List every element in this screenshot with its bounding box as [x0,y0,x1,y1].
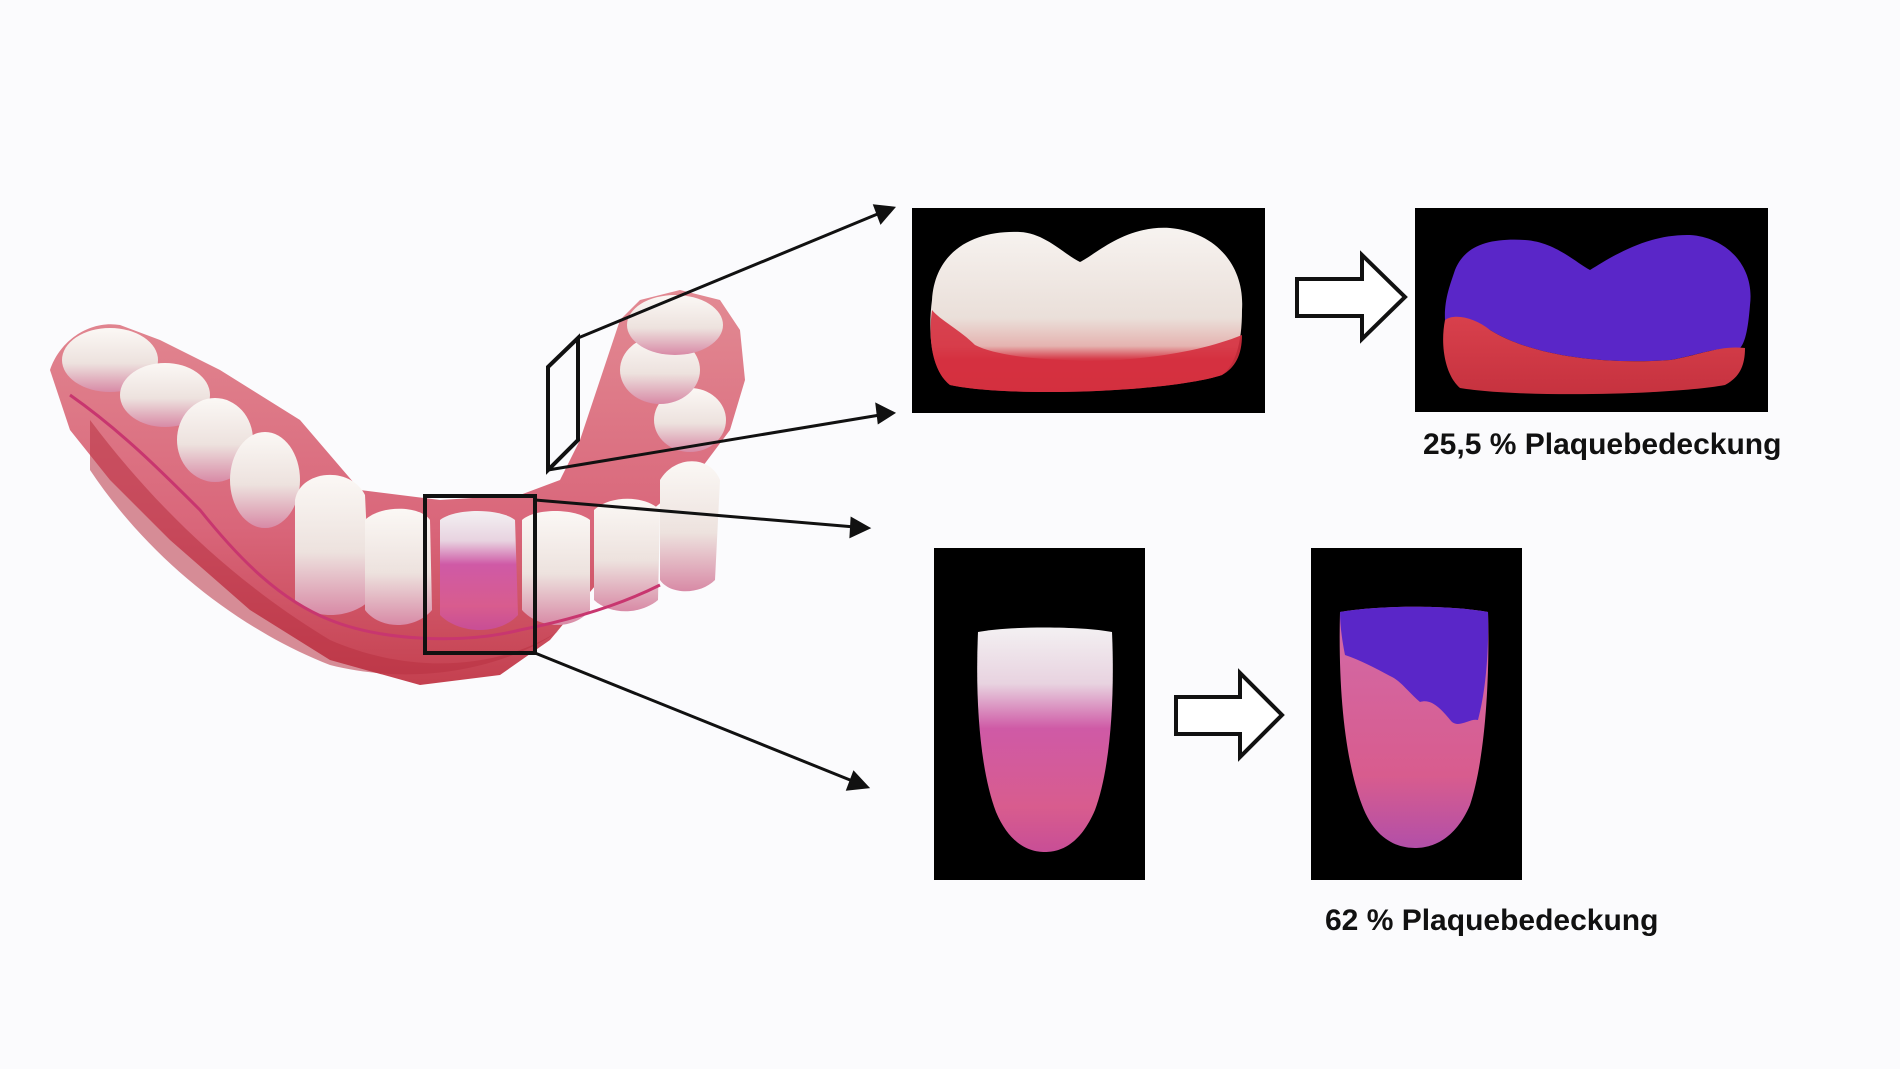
molar-plaque-region [930,310,1242,393]
molar-selection-box [546,333,580,475]
gingiva-shadow [90,420,560,675]
incisor-crown [977,627,1113,852]
incisor-segmented-panel [1311,548,1522,880]
outline-arrow-icon [1174,668,1285,762]
outline-arrow-icon [1295,250,1408,344]
premolar-tooth [654,388,726,452]
incisor-selection-box [423,494,537,655]
arrow-head [872,204,896,225]
lateral-incisor-tooth [594,498,660,612]
dental-arch-scan [50,290,745,685]
connector-arrows [534,204,897,791]
arrow-head [845,770,871,791]
molar-arrow-lower [547,413,881,472]
canine-tooth [660,461,720,592]
gingival-margin-line [69,393,661,641]
molar-coverage-caption: 25,5 % Plaquebedeckung [1423,428,1782,461]
incisor-plaque-free-area [1340,606,1489,724]
premolar-tooth [230,432,300,528]
molar-crown [930,227,1243,393]
arrow-head [875,402,897,425]
molar-arrow-upper [577,211,881,340]
incisor-coverage-caption: 62 % Plaquebedeckung [1325,904,1659,937]
incisor-original-panel [934,548,1145,880]
incisor-tooth [365,508,432,625]
incisor-tooth-highlighted [440,511,518,630]
canine-tooth [295,474,370,615]
molar-plaque-free-area [1444,234,1751,362]
molar-segmented-panel [1415,208,1768,412]
molar-tooth [627,295,723,355]
incisor-arrow-lower [534,651,856,784]
incisor-tooth [522,511,590,625]
molar-plaque-segmented [1443,316,1745,395]
process-arrow-bottom [1174,668,1285,762]
process-arrow-top [1295,250,1408,344]
incisor-arrow-upper [534,498,856,529]
arrow-head [849,516,872,539]
molar-tooth [120,363,210,427]
molar-original-panel [912,208,1265,413]
